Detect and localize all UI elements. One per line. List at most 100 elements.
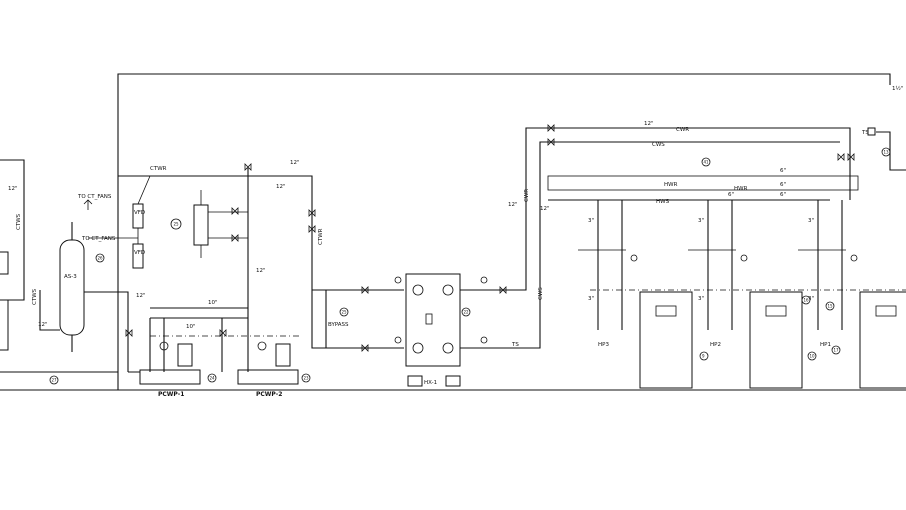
tag-25a-text: 25	[174, 222, 180, 227]
tag-22	[461, 307, 471, 317]
left-box-b	[0, 299, 9, 351]
tag-16	[801, 295, 811, 305]
pump-piping-1	[128, 318, 165, 373]
tag-27	[49, 375, 59, 385]
hx-port-4	[442, 342, 454, 354]
size-label-cw-b: 12"	[540, 206, 550, 212]
tag-23	[301, 373, 311, 383]
hx-base-right	[445, 375, 461, 387]
heat-pump-hp1	[859, 291, 906, 389]
size-label-ctwr-b: 12"	[276, 184, 286, 190]
hx-outlet-top	[460, 127, 851, 291]
cws-vert-label: CWS	[538, 287, 544, 300]
cwr-label: CWR	[676, 127, 689, 133]
as3-label: AS-3	[64, 274, 77, 280]
left-feed-pipe	[0, 159, 25, 301]
as3-inlet-pipe	[39, 290, 60, 331]
temp-sensor-b	[867, 127, 876, 136]
as3-outlet-pipe	[84, 291, 129, 372]
ctwr-label: CTWR	[150, 166, 167, 172]
hp2-label: HP2	[710, 342, 721, 348]
hx-base-left	[407, 375, 423, 387]
ctwr-header	[118, 175, 404, 349]
size-label-6-b: 6"	[780, 182, 786, 188]
motor-pcwp2	[275, 343, 291, 367]
hx-nameplate	[425, 313, 433, 325]
tag-10	[807, 351, 817, 361]
size-label-as3: 12"	[136, 293, 146, 299]
cws-label: CWS	[652, 142, 665, 148]
hw-header-box	[547, 175, 859, 191]
tag-26-text: 26	[98, 256, 104, 261]
tag-25a	[170, 218, 182, 230]
hwr2-label: HWR	[734, 186, 748, 192]
hx1-label: HX-1	[424, 380, 437, 386]
tag-24-text: 24	[210, 376, 216, 381]
tag-24	[207, 373, 217, 383]
ctws-left-label: CTWS	[32, 288, 38, 305]
size-label-ctwr: 12"	[290, 160, 300, 166]
hp1-branch	[817, 200, 843, 330]
vfd-label-b: VFD	[134, 250, 145, 256]
tag-41-text: 41	[704, 160, 710, 165]
pcwp2-label: PCWP-2	[256, 391, 282, 398]
ctwr-vert-label: CTWR	[318, 228, 324, 245]
valve-symbols	[125, 124, 855, 352]
tag-23-text: 23	[304, 376, 310, 381]
vfd-a	[132, 203, 144, 229]
tag-9-text: 9	[702, 354, 705, 359]
tag-25b-text: 25	[342, 310, 348, 315]
pump-piping-2	[221, 318, 249, 372]
tag-9	[699, 351, 709, 361]
size-label-3-b: 3"	[698, 218, 704, 224]
size-label-3-e: 3"	[698, 296, 704, 302]
hx-port-3	[412, 342, 424, 354]
motor-pcwp1	[177, 343, 193, 367]
size-label-10-a: 10"	[208, 300, 218, 306]
hp3-panel	[655, 305, 677, 317]
size-label-12-riser: 12"	[256, 268, 266, 274]
tag-41	[701, 157, 711, 167]
size-label-cwr: 12"	[644, 121, 654, 127]
pcwp1-label: PCWP-1	[158, 391, 184, 398]
tag-26	[95, 253, 105, 263]
tag-13-text: 13	[884, 150, 890, 155]
tag-25b	[339, 307, 349, 317]
size-label-10-b: 10"	[186, 324, 196, 330]
hx-port-1	[412, 284, 424, 296]
size-label-as3-in: 12"	[38, 322, 48, 328]
tag-15-text: 15	[828, 304, 834, 309]
size-label-6-d: 6"	[728, 192, 734, 198]
tag-27-text: 27	[52, 378, 58, 383]
size-label-3-c: 3"	[808, 218, 814, 224]
size-label-6-c: 6"	[780, 192, 786, 198]
right-return	[876, 131, 906, 171]
ts-label-b: TS	[861, 130, 869, 136]
to-ct-fans-label-b: TO CT_FANS	[81, 236, 116, 242]
heat-pump-hp2	[749, 291, 803, 389]
hp1-panel	[875, 305, 897, 317]
hx-port-2	[442, 284, 454, 296]
cwr-vert-label: CWR	[524, 189, 530, 202]
size-label-3-d: 3"	[588, 296, 594, 302]
feeder-connections	[200, 190, 248, 258]
hp3-branch	[597, 200, 623, 330]
size-label-3-f: 3"	[808, 296, 814, 302]
gauge-symbols	[159, 254, 858, 351]
hp2-branch	[707, 200, 733, 330]
size-label-6-a: 6"	[780, 168, 786, 174]
hp3-label: HP3	[598, 342, 609, 348]
ct-fans-arrow-a	[83, 199, 93, 210]
hp1-label: HP1	[820, 342, 831, 348]
pump-pcwp1	[139, 369, 201, 385]
size-label-cw-a: 12"	[508, 202, 518, 208]
vfd-label-a: VFD	[134, 210, 145, 216]
hws-label: HWS	[656, 199, 670, 205]
vfd-b	[132, 243, 144, 269]
size-label-top: 1½"	[892, 85, 903, 92]
hwr-label: HWR	[664, 182, 678, 188]
pump-pcwp2	[237, 369, 299, 385]
vfd-link	[137, 175, 151, 244]
